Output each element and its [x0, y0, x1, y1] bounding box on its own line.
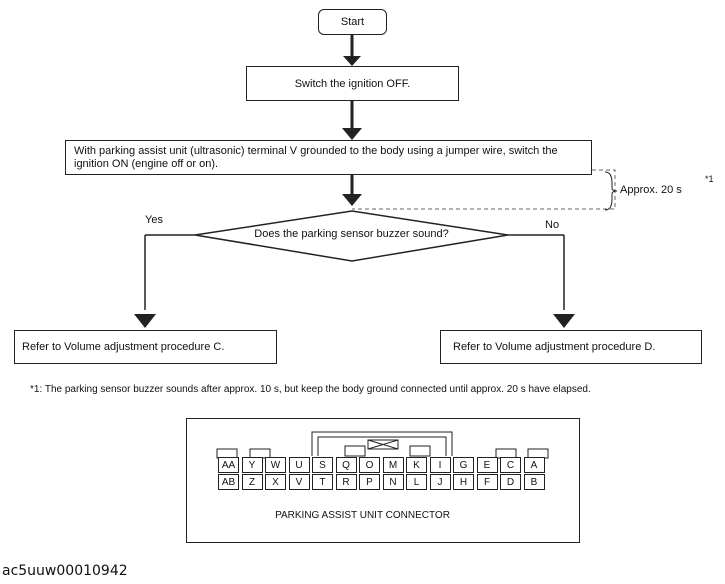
connector-terminal: N [382, 474, 404, 490]
connector-terminal: L [406, 474, 427, 490]
result-procedure-d: Refer to Volume adjustment procedure D. [440, 330, 702, 364]
connector-terminal: J [429, 474, 451, 490]
connector-terminal: T [312, 474, 333, 490]
connector-terminal: H [453, 474, 474, 490]
connector-terminal: AA [218, 457, 239, 473]
step-switch-ignition-off-text: Switch the ignition OFF. [294, 77, 411, 90]
connector-terminal: U [288, 457, 310, 473]
connector-terminal: R [335, 474, 357, 490]
connector-terminal: K [406, 457, 427, 473]
connector-terminal: AB [218, 474, 239, 490]
connector-terminal: G [453, 457, 474, 473]
connector-terminal: S [312, 457, 333, 473]
step-ground-terminal-v-text: With parking assist unit (ultrasonic) te… [74, 144, 558, 170]
approx-footnote-marker: *1 [705, 174, 714, 184]
connector-terminal: O [359, 457, 380, 473]
result-procedure-c: Refer to Volume adjustment procedure C. [14, 330, 277, 364]
image-code: ac5uuw00010942 [2, 563, 128, 579]
connector-terminal: I [429, 457, 451, 473]
connector-terminal: D [500, 474, 521, 490]
start-terminal: Start [318, 9, 387, 35]
connector-terminal: B [523, 474, 545, 490]
connector-terminal: E [476, 457, 498, 473]
connector-title: PARKING ASSIST UNIT CONNECTOR [275, 510, 450, 521]
step-switch-ignition-off: Switch the ignition OFF. [246, 66, 459, 101]
connector-terminal: Y [241, 457, 263, 473]
decision-text: Does the parking sensor buzzer sound? [254, 228, 449, 240]
connector-terminal: C [500, 457, 521, 473]
approx-20s-label: Approx. 20 s [620, 184, 682, 196]
connector-terminal: X [265, 474, 286, 490]
connector-frame [186, 418, 580, 543]
result-procedure-c-text: Refer to Volume adjustment procedure C. [22, 341, 225, 353]
step-ground-terminal-v: With parking assist unit (ultrasonic) te… [65, 140, 592, 175]
connector-terminal: W [265, 457, 286, 473]
result-procedure-d-text: Refer to Volume adjustment procedure D. [453, 341, 656, 353]
connector-terminal: V [288, 474, 310, 490]
connector-terminal: Q [335, 457, 357, 473]
footnote: *1: The parking sensor buzzer sounds aft… [30, 384, 591, 395]
connector-terminal: F [476, 474, 498, 490]
connector-terminal: P [359, 474, 380, 490]
connector-terminal: A [523, 457, 545, 473]
yes-label: Yes [145, 214, 163, 226]
connector-terminal: Z [241, 474, 263, 490]
connector-terminal: M [382, 457, 404, 473]
start-label: Start [340, 16, 365, 28]
no-label: No [545, 219, 560, 231]
